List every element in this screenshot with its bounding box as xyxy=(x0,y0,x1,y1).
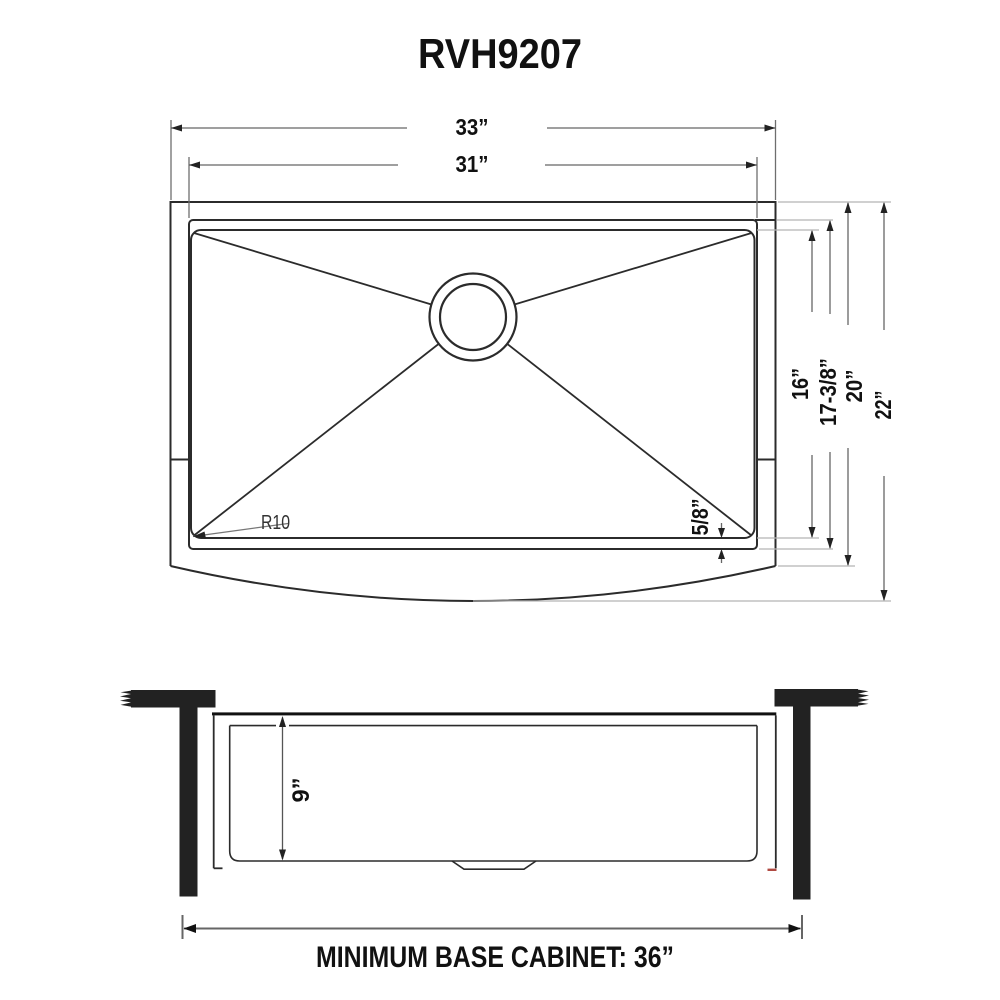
svg-text:20”: 20” xyxy=(841,370,867,403)
svg-text:31”: 31” xyxy=(456,151,489,177)
svg-text:17-3/8”: 17-3/8” xyxy=(815,358,841,426)
svg-text:R10: R10 xyxy=(261,512,290,534)
svg-text:16”: 16” xyxy=(787,368,813,400)
svg-text:9”: 9” xyxy=(288,778,315,803)
svg-text:22”: 22” xyxy=(870,391,896,420)
svg-text:33”: 33” xyxy=(456,114,489,140)
svg-text:5/8”: 5/8” xyxy=(687,499,713,536)
svg-text:RVH9207: RVH9207 xyxy=(418,30,582,77)
svg-text:MINIMUM BASE CABINET: 36”: MINIMUM BASE CABINET: 36” xyxy=(316,941,674,974)
